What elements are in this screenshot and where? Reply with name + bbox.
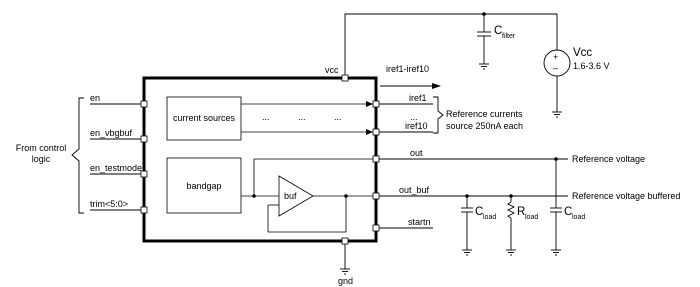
internal-dots-3: ... [334,112,342,122]
trim-label: trim<5:0> [90,199,128,209]
iref10-label: iref10 [405,121,428,131]
out-label: out [410,148,423,158]
en-vbgbuf-label: en_vbgbuf [90,128,133,138]
buf-amplifier [278,175,314,217]
reference-currents-label-2: source 250nA each [446,121,523,131]
internal-dots-1: ... [262,112,270,122]
rload-resistor [506,196,516,256]
from-control-label-1: From control [16,143,67,153]
cload-label-1-sub: load [483,214,496,221]
vcc-voltage-source [543,49,571,118]
cfilter-label: C [494,25,502,37]
vcc-source-minus: – [553,63,558,73]
outbuf-pin [372,192,380,200]
gnd-ground-symbol [340,244,350,275]
vcc-pin [341,74,349,82]
current-sources-label: current sources [173,113,236,123]
current-sources-block [166,96,242,141]
rload-label-sub: load [525,214,538,221]
iref1-pin [372,100,380,108]
reference-currents-brace [433,96,444,134]
control-logic-brace [71,97,84,214]
cload-label-2-sub: load [572,214,585,221]
reference-voltage-buffered-label: Reference voltage buffered [572,191,680,201]
vcc-supply-wire [344,13,558,78]
ip-block [142,76,378,243]
en-pin [140,100,148,108]
vcc-pin-label: vcc [325,65,339,75]
out-internal-wire [253,158,373,196]
iref10-pin [372,128,380,136]
out-pin [372,155,380,163]
bandgap-block [166,157,242,214]
iref1-label: iref1 [409,93,427,103]
en-label: en [90,93,100,103]
gnd-pin-label: gnd [338,276,353,286]
iref-external-dots: ... [410,112,418,122]
vcc-source-plus: + [553,52,558,62]
cload-capacitor-outbuf [461,196,473,256]
bandgap-label: bandgap [186,181,221,191]
en-vbgbuf-pin [140,135,148,143]
reference-voltage-label: Reference voltage [572,154,645,164]
cload-label-1: C [475,206,483,218]
startn-pin [372,224,380,232]
cfilter-label-sub: filter [502,33,516,40]
vcc-source-label: Vcc [573,47,592,59]
reference-currents-label-1: Reference currents [446,109,523,119]
startn-label: startn [408,217,431,227]
cfilter-capacitor [477,12,491,70]
cload-label-2: C [564,206,572,218]
rload-label: R [517,206,525,218]
buf-feedback-wire [267,196,347,233]
iref-bus-label: iref1-iref10 [386,64,429,74]
outbuf-label: out_buf [399,185,430,195]
cload-capacitor-out [550,159,562,256]
from-control-label-2: logic [32,154,51,164]
gnd-pin [341,237,349,245]
vcc-range-label: 1.6-3.6 V [573,61,610,71]
en-testmode-label: en_testmode [90,163,142,173]
internal-dots-2: ... [298,112,306,122]
buf-label: buf [284,191,297,201]
trim-pin [140,206,148,214]
